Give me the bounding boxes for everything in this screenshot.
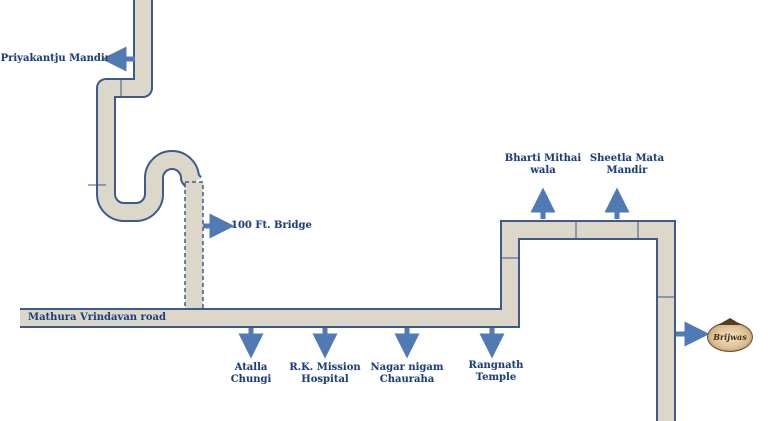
- label-main-road: Mathura Vrindavan road: [28, 312, 166, 323]
- label-rk-mission-hospital: R.K. Mission Hospital: [289, 362, 361, 385]
- main-road: [20, 220, 676, 421]
- direction-arrows: [101, 46, 710, 359]
- label-nagar-nigam-chauraha: Nagar nigam Chauraha: [370, 362, 444, 385]
- project-logo-icon: Brijwas: [707, 318, 753, 352]
- label-sheetla-mata-mandir: Sheetla Mata Mandir: [589, 153, 665, 176]
- label-atalla-chungi: Atalla Chungi: [230, 362, 272, 385]
- label-bridge: 100 Ft. Bridge: [231, 220, 312, 231]
- label-rangnath-temple: Rangnath Temple: [468, 360, 524, 383]
- label-priyakantju-mandir: Priyakantju Mandir: [0, 53, 110, 64]
- s-curve-road: [88, 0, 202, 222]
- bridge-road: [184, 181, 204, 311]
- label-bharti-mithai-wala: Bharti Mithai wala: [504, 153, 582, 176]
